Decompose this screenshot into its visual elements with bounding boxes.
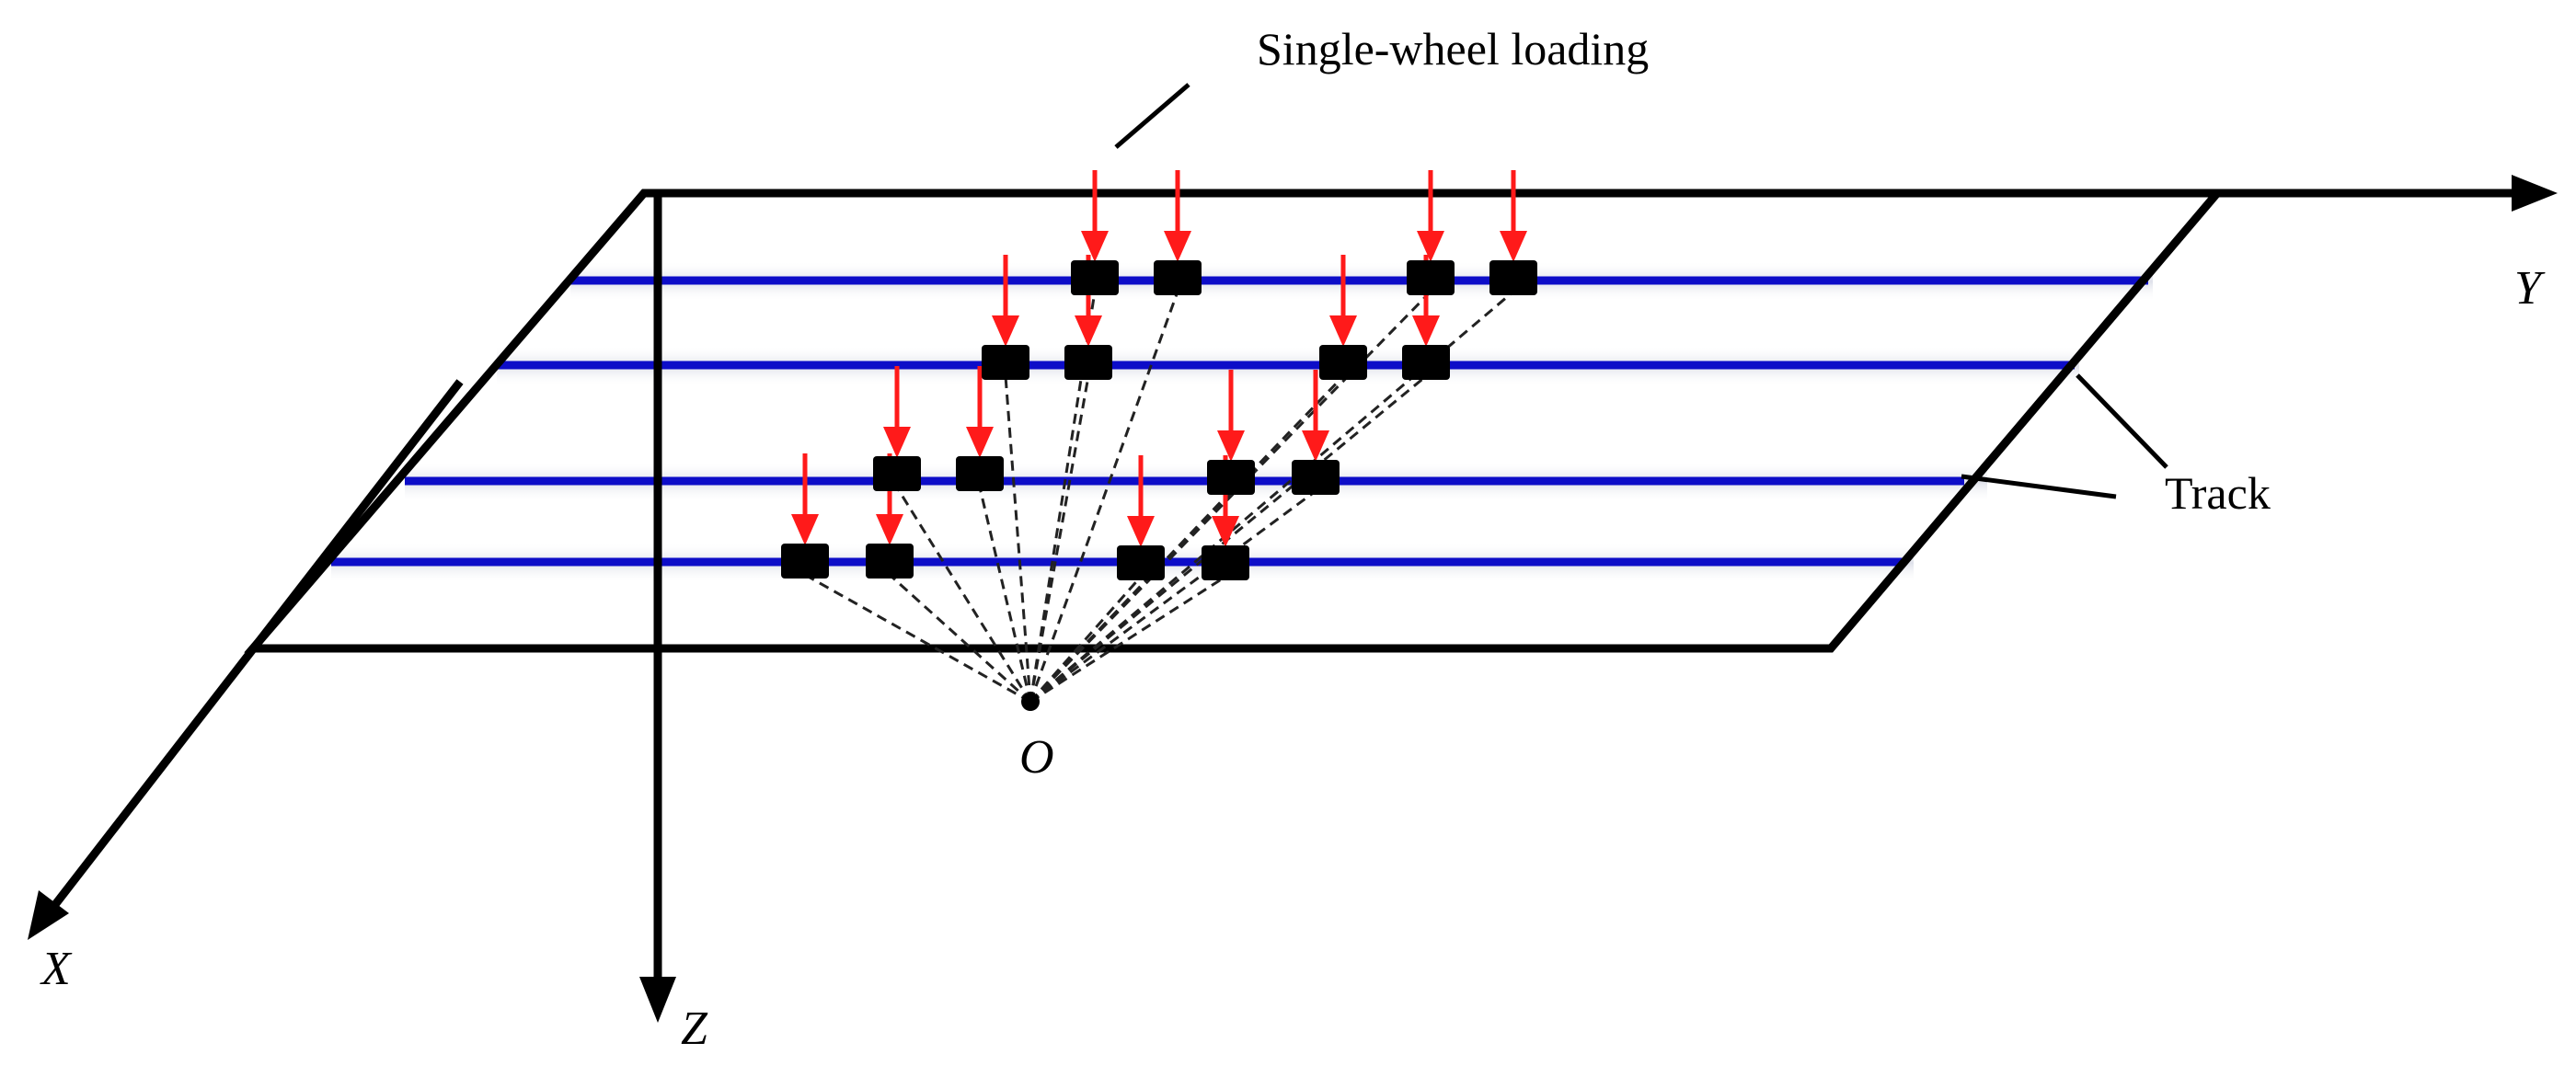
load-arrow-head <box>1212 516 1239 547</box>
load-arrow-head <box>1164 231 1191 262</box>
origin-ray <box>895 487 1032 703</box>
origin-ray <box>1029 575 1226 704</box>
wheel-block <box>956 456 1004 491</box>
origin-ray <box>1004 375 1032 703</box>
wheel-block <box>1117 545 1165 580</box>
origin-ray <box>1029 290 1432 704</box>
wheel-block <box>1064 345 1112 380</box>
load-arrow-head <box>992 315 1019 347</box>
x-axis-label: X <box>40 943 73 995</box>
wheel-block <box>1402 345 1450 380</box>
load-arrow-head <box>1412 315 1440 347</box>
load-arrow-head <box>876 514 903 545</box>
single-wheel-leader-line <box>1114 83 1190 149</box>
load-arrow-head <box>1417 231 1444 262</box>
origin-ray <box>1029 290 1514 704</box>
wheel-block <box>982 345 1029 380</box>
load-arrow-head <box>1075 315 1102 347</box>
origin-point <box>1021 693 1040 711</box>
track-leader-line-upper <box>2076 373 2168 469</box>
origin-ray <box>1029 576 1143 703</box>
wheel-block <box>1207 460 1255 495</box>
single-wheel-loading-label: Single-wheel loading <box>1257 23 1649 74</box>
origin-ray <box>888 573 1032 704</box>
origin-ray <box>1029 375 1090 703</box>
load-arrow-head <box>1500 231 1527 262</box>
track-label: Track <box>2165 467 2271 519</box>
track-lines <box>331 276 2148 567</box>
load-arrow-head <box>1302 430 1329 462</box>
origin-ray <box>978 487 1032 703</box>
x-axis-arrowhead <box>28 890 69 940</box>
wheel-block <box>1071 260 1119 295</box>
wheel-block <box>873 456 921 491</box>
origin-ray <box>1029 291 1179 703</box>
axes <box>28 175 2558 1023</box>
z-axis-arrowhead <box>639 977 676 1023</box>
track-leader-line-lower <box>1961 474 2117 499</box>
wheel-block <box>1319 345 1367 380</box>
origin-rays <box>804 290 1514 704</box>
x-axis <box>47 379 464 913</box>
load-arrow-head <box>1127 516 1155 547</box>
origin-ray <box>1029 291 1097 703</box>
wheel-block <box>1407 260 1455 295</box>
load-arrow-head <box>1081 231 1109 262</box>
load-arrow-head <box>1329 315 1357 347</box>
z-axis-label: Z <box>681 1003 708 1055</box>
wheel-block <box>1292 460 1340 495</box>
y-axis-label: Y <box>2514 262 2546 315</box>
origin-ray <box>804 573 1031 704</box>
load-arrow-head <box>883 427 911 458</box>
wheel-block <box>1489 260 1537 295</box>
wheel-block <box>1154 260 1202 295</box>
load-arrow-head <box>966 427 994 458</box>
origin-ray <box>1029 489 1317 704</box>
wheel-blocks <box>781 260 1537 580</box>
origin-label: O <box>1019 731 1054 784</box>
y-axis-arrowhead <box>2512 175 2558 212</box>
load-arrow-head <box>1217 430 1245 462</box>
wheel-block <box>1202 545 1249 580</box>
wheel-block <box>866 544 914 579</box>
wheel-block <box>781 544 829 579</box>
load-arrow-head <box>791 514 819 545</box>
track-shading <box>331 261 2153 583</box>
